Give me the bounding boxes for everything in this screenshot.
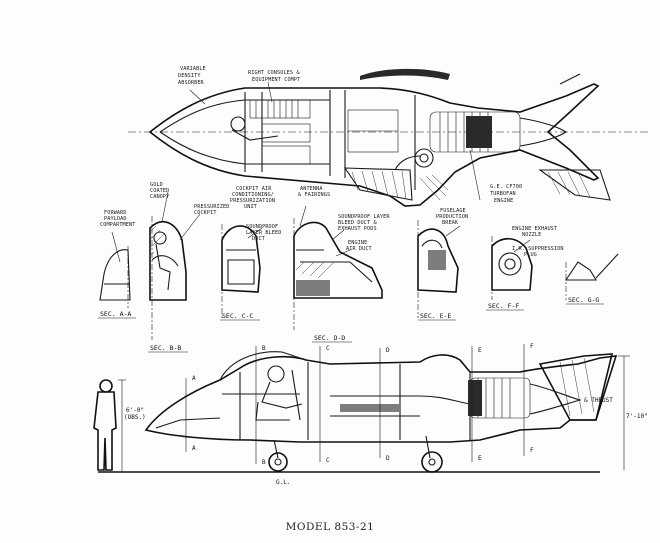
label-air-cond-1: COCKPIT AIR [236, 186, 272, 192]
title-sec-g: SEC. G-G [568, 296, 599, 304]
label-variable-density-3: ABSORBER [178, 80, 205, 86]
label-antenna-1: ANTENNA [300, 186, 323, 192]
label-exhaust-nozzle-1: ENGINE EXHAUST [512, 226, 557, 232]
section-d-d [293, 205, 383, 330]
label-ir-plug-1: I.R. SUPPRESSION [512, 246, 564, 252]
cut-a-bottom: A [192, 445, 196, 452]
dimension-annotations: 6'-0" (OBS.) 7'-10" & THRUST G.L. [124, 355, 648, 486]
label-engine-1: G.E. CF700 [490, 184, 522, 190]
label-sp-bleed-1: SOUNDPROOF [246, 224, 278, 230]
label-air-cond-3: PRESSURIZATION [230, 198, 275, 204]
title-sec-a: SEC. A-A [100, 310, 131, 318]
title-sec-f: SEC. F-F [488, 302, 519, 310]
cut-c-bottom: C [326, 457, 330, 464]
label-ir-plug-2: PLUG [524, 252, 537, 258]
title-sec-e: SEC. E-E [420, 312, 451, 320]
label-production-break-2: PRODUCTION [436, 214, 468, 220]
label-air-duct-1: ENGINE [348, 240, 367, 246]
cut-f-top: F [530, 343, 534, 350]
plan-view-labels: VARIABLE DENSITY ABSORBER RIGHT CONSOLES… [178, 66, 522, 204]
section-e-e [417, 220, 461, 318]
section-c-c [221, 224, 263, 320]
human-scale-figure [93, 379, 126, 472]
cut-c-top: C [326, 345, 330, 352]
label-forward-payload-2: PAYLOAD [104, 216, 127, 222]
label-sp-exhaust-3: EXHAUST PODS [338, 226, 377, 232]
label-variable-density-2: DENSITY [178, 73, 201, 79]
cut-d-bottom: D [386, 455, 390, 462]
plan-view-aircraft [128, 68, 650, 207]
label-sp-exhaust-2: BLEED DUCT & [338, 220, 377, 226]
cut-e-top: E [478, 347, 482, 354]
section-labels: GOLD COATED CANOPY FORWARD PAYLOAD COMPA… [100, 182, 564, 258]
drawing-title: MODEL 853-21 [285, 521, 375, 533]
title-sec-d: SEC. D-D [314, 334, 345, 342]
label-sp-bleed-2: LAYER BLEED [246, 230, 281, 236]
label-gold-canopy-1: GOLD [150, 182, 163, 188]
label-right-consoles-1: RIGHT CONSOLES & [248, 70, 300, 76]
label-gold-canopy-2: COATED [150, 188, 169, 194]
dim-person-height: 6'-0" [126, 407, 144, 414]
label-variable-density-1: VARIABLE [180, 66, 206, 72]
label-right-consoles-2: EQUIPMENT COMPT [252, 77, 300, 83]
label-pressurized-2: COCKPIT [194, 210, 217, 216]
section-f-f [491, 236, 533, 300]
section-a-a [99, 231, 131, 308]
label-engine-3: ENGINE [494, 198, 513, 204]
label-exhaust-nozzle-2: NOZZLE [522, 232, 541, 238]
label-antenna-2: & FAIRINGS [298, 192, 330, 198]
label-forward-payload-1: FORWARD [104, 210, 127, 216]
label-production-break-1: FUSELAGE [440, 208, 466, 214]
label-pressurized-1: PRESSURIZED [194, 204, 229, 210]
label-sp-exhaust-1: SOUNDPROOF LAYER [338, 214, 390, 220]
dim-ground-line: G.L. [276, 479, 290, 486]
label-engine-2: TURBOFAN [490, 191, 516, 197]
cut-e-bottom: E [478, 455, 482, 462]
label-air-cond-4: UNIT [244, 204, 257, 210]
dim-thrust: & THRUST [584, 397, 613, 404]
label-gold-canopy-3: CANOPY [150, 194, 170, 200]
dim-tail-height: 7'-10" [626, 413, 648, 420]
dim-person-obs: (OBS.) [124, 414, 146, 421]
section-b-b [149, 191, 201, 340]
title-sec-c: SEC. C-C [222, 312, 253, 320]
cut-b-bottom: B [262, 459, 266, 466]
section-titles: SEC. A-A SEC. B-B SEC. C-C SEC. D-D SEC.… [98, 296, 604, 353]
label-air-duct-2: AIR DUCT [346, 246, 372, 252]
label-air-cond-2: CONDITIONING/ [232, 192, 274, 198]
cut-f-bottom: F [530, 447, 534, 454]
label-production-break-3: BREAK [442, 220, 459, 226]
side-view-aircraft [98, 344, 618, 473]
cut-markers: A A B B C C D D E E F F [192, 343, 534, 466]
section-g-g [564, 253, 619, 300]
label-sp-bleed-3: DUCT [252, 236, 265, 242]
cut-b-top: B [262, 345, 266, 352]
cut-a-top: A [192, 375, 196, 382]
label-forward-payload-3: COMPARTMENT [100, 222, 135, 228]
cut-d-top: D [386, 347, 390, 354]
title-sec-b: SEC. B-B [150, 344, 181, 352]
